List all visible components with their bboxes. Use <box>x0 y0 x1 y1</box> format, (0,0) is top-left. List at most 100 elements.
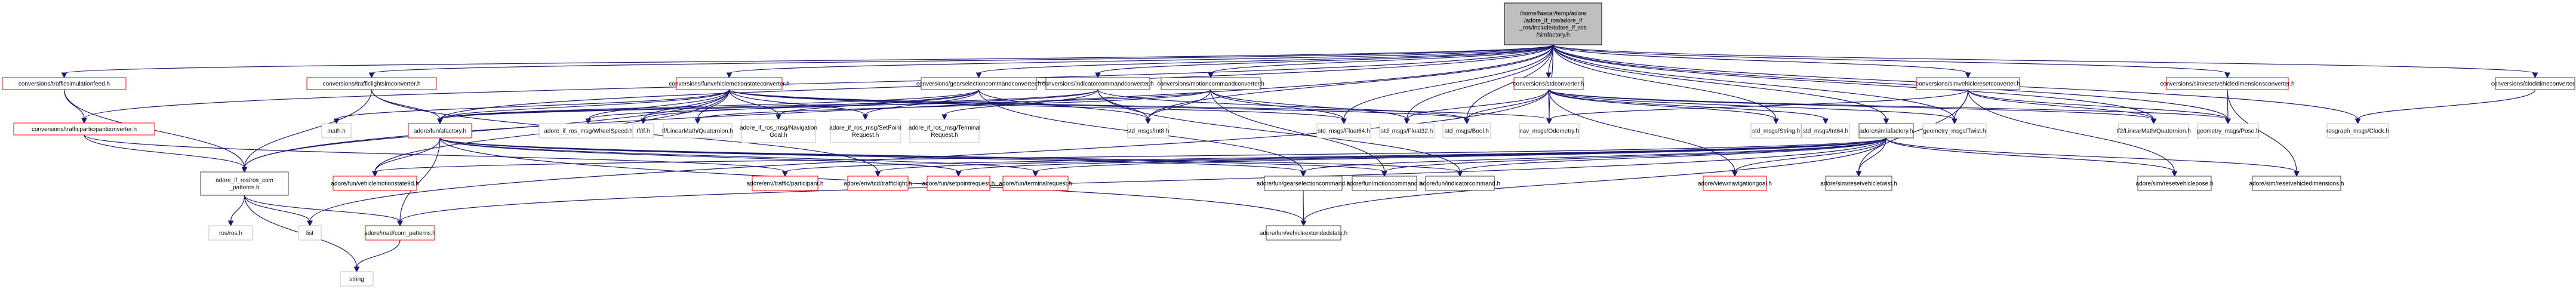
node-terminalrequest[interactable]: adore/fun/terminalrequest.h <box>999 176 1072 191</box>
node-roscompatterns[interactable]: adore_if_ros/ros_com_patterns.h <box>200 171 289 196</box>
node-int8: std_msgs/Int8.h <box>1127 123 1169 139</box>
edge-stdconverter-to-float32 <box>1406 89 1549 120</box>
node-label: conversions/simresetvehicledimensionscon… <box>2160 81 2294 88</box>
node-label: adore/fun/indicatorcommand.h <box>1420 181 1500 187</box>
edge-simresetvehicledimensionsconverter-to-resetvehicledimensions <box>2227 89 2297 173</box>
node-box <box>200 171 289 196</box>
node-label: conversions/simvehicleresetconverter.h <box>1916 81 2020 88</box>
node-box <box>1750 123 1802 139</box>
arrowhead-icon <box>862 114 869 121</box>
node-stdconverter[interactable]: conversions/stdconverter.h <box>1513 77 1584 90</box>
node-gearselectioncommand[interactable]: adore/fun/gearselectioncommand.h <box>1257 176 1350 191</box>
node-root[interactable]: /home/fascar/temp/adore/adore_if_ros/ado… <box>1504 2 1602 45</box>
node-clock: rosgraph_msgs/Clock.h <box>2326 123 2389 139</box>
arrowhead-icon <box>694 118 701 125</box>
arrowhead-icon <box>227 220 234 227</box>
node-box <box>408 123 472 139</box>
node-box <box>340 271 374 287</box>
node-simafactory[interactable]: adore/sim/afactory.h <box>1858 123 1914 139</box>
edge-stdconverter-to-string_msg <box>1548 89 1777 120</box>
node-label: adore_if_ros_msg/WheelSpeed.h <box>544 128 632 135</box>
node-box <box>298 225 322 241</box>
node-label: conversions/stdconverter.h <box>1513 81 1584 88</box>
node-tf: tf/tf.h <box>632 123 654 139</box>
edge-gearselectioncommandconverter-to-funafactory <box>439 89 980 120</box>
node-resetvehicletwist[interactable]: adore/sim/resetvehicletwist.h <box>1820 176 1897 191</box>
node-resetvehicledimensions[interactable]: adore/sim/resetvehicledimensions.h <box>2249 176 2344 191</box>
node-comPatterns[interactable]: adore/mad/com_patterns.h <box>364 225 436 241</box>
edge-simafactory-to-indicatorcommand <box>1459 137 1887 173</box>
node-box <box>1825 176 1892 191</box>
node-motioncommandconverter[interactable]: conversions/motioncommandconverter.h <box>1157 77 1264 90</box>
node-label: conversions/trafficparticipantconverter.… <box>32 127 137 133</box>
node-label: Goal.h <box>770 132 787 139</box>
node-box <box>1264 176 1343 191</box>
arrowhead-icon <box>2171 171 2178 177</box>
node-label: geometry_msgs/Twist.h <box>1923 128 1986 135</box>
arrowhead-icon <box>2224 72 2230 79</box>
arrowhead-icon <box>1883 118 1889 125</box>
node-label: std_msgs/Int8.h <box>1127 128 1169 135</box>
node-box <box>830 119 901 143</box>
edge-root-to-int8 <box>1147 44 1554 120</box>
node-setpointrequest[interactable]: adore/fun/setpointrequest.h <box>922 176 995 191</box>
edge-funafactory-to-indicatorcommand <box>439 137 1461 173</box>
arrowhead-icon <box>2355 118 2361 125</box>
node-label: nav_msgs/Odometry.h <box>1519 128 1579 135</box>
arrowhead-icon <box>61 72 67 79</box>
edge-indicatorcommandconverter-to-bool <box>1097 89 1467 120</box>
node-list: list <box>298 225 322 241</box>
node-string_msg: std_msgs/String.h <box>1750 123 1802 139</box>
node-box <box>321 123 352 139</box>
edge-funvehiclemotionstateconverter-to-tf <box>642 89 730 120</box>
edge-funafactory-to-gearselectioncommand <box>439 137 1304 173</box>
arrowhead-icon <box>1546 118 1552 125</box>
node-label: Request.h <box>931 132 958 139</box>
node-label: adore_if_ros_msg/Navigation <box>740 125 817 131</box>
node-simresetvehicledimensionsconverter[interactable]: conversions/simresetvehicledimensionscon… <box>2160 77 2295 90</box>
edges-layer <box>61 44 2538 273</box>
node-navigationgoal[interactable]: adore/view/navigationgoal.h <box>1698 176 1772 191</box>
node-funafactory[interactable]: adore/fun/afactory.h <box>408 123 472 139</box>
arrowhead-icon <box>1823 118 1829 125</box>
node-label: adore/sim/afactory.h <box>1860 128 1913 135</box>
node-box <box>1161 77 1261 90</box>
arrowhead-icon <box>1965 72 1971 79</box>
node-gearselectioncommandconverter[interactable]: conversions/gearselectioncommandconverte… <box>916 77 1041 90</box>
node-box <box>927 176 990 191</box>
node-indicatorcommandconverter[interactable]: conversions/indicatorcommandconverter.h <box>1042 77 1154 90</box>
node-box <box>921 77 1037 90</box>
node-funvehiclemotionstateconverter[interactable]: conversions/funvehiclemotionstateconvert… <box>669 77 790 90</box>
node-participant[interactable]: adore/env/traffic/participant.h <box>747 176 824 191</box>
edge-root-to-clocktimeconverter <box>1552 44 2536 74</box>
arrowhead-icon <box>875 171 881 177</box>
node-indicatorcommand[interactable]: adore/fun/indicatorcommand.h <box>1420 176 1500 191</box>
node-label: tf2/LinearMath/Quaternion.h <box>2116 128 2191 135</box>
arrowhead-icon <box>1095 72 1101 79</box>
node-trafficsimulationfeed[interactable]: conversions/trafficsimulationfeed.h <box>2 77 127 90</box>
node-trafficlightsimconverter[interactable]: conversions/trafficlightsimconverter.h <box>306 77 437 90</box>
edge-simafactory-to-resetvehicledimensions <box>1885 137 2297 173</box>
node-box <box>847 176 909 191</box>
arrowhead-icon <box>333 118 340 125</box>
edge-simvehicleresetconverter-to-tf2quat <box>1967 89 2155 120</box>
edge-root-to-float64 <box>1343 44 1554 120</box>
edge-simvehicleresetconverter-to-pose <box>1967 89 2229 120</box>
arrowhead-icon <box>975 72 982 79</box>
node-box <box>1266 225 1341 241</box>
arrowhead-icon <box>437 118 443 125</box>
node-vehicleextendedstate[interactable]: adore/fun/vehicleextendedstate.h <box>1260 225 1347 241</box>
node-box <box>2197 123 2259 139</box>
node-clocktimeconverter[interactable]: conversions/clocktimeconverter.h <box>2491 77 2576 90</box>
node-box <box>909 119 980 143</box>
node-resetvehiclepose[interactable]: adore/sim/resetvehiclepose.h <box>2135 176 2214 191</box>
node-box <box>208 225 253 241</box>
node-simvehicleresetconverter[interactable]: conversions/simvehicleresetconverter.h <box>1916 77 2020 90</box>
edge-root-to-pose <box>1552 44 2229 120</box>
node-trafficlight[interactable]: adore/env/tcd/trafficlight.h <box>844 176 912 191</box>
edge-trafficsimulationfeed-to-trafficparticipantconverter <box>63 89 85 119</box>
arrowhead-icon <box>353 266 360 273</box>
node-motioncommand[interactable]: adore/fun/motioncommand.h <box>1346 176 1423 191</box>
node-trafficparticipantconverter[interactable]: conversions/trafficparticipantconverter.… <box>13 122 155 136</box>
node-vms9d[interactable]: adore/fun/vehiclemotionstate9d.h <box>331 176 419 191</box>
